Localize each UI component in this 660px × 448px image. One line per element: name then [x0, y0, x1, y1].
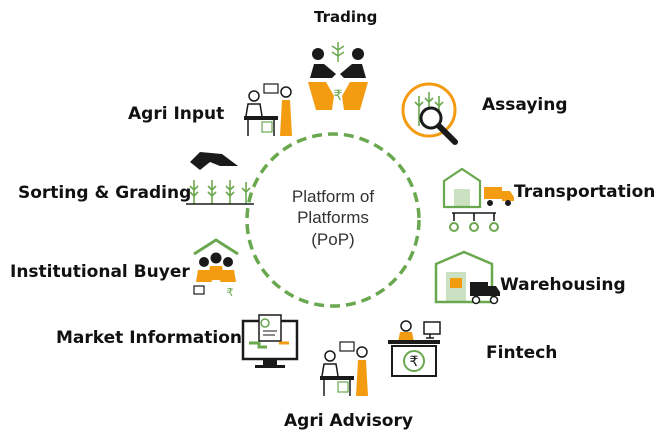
rupee-glyph: ₹ [410, 354, 419, 370]
label-sorting-grading: Sorting & Grading [18, 183, 192, 203]
label-transportation: Transportation [514, 182, 656, 202]
label-agri-input: Agri Input [128, 104, 225, 124]
agri-advisory-icon [320, 341, 368, 396]
rupee-glyph: ₹ [334, 88, 343, 104]
label-market-information: Market Information [56, 328, 243, 348]
sorting-hand-icon [186, 152, 254, 205]
agri-input-icon [244, 83, 292, 136]
label-agri-advisory: Agri Advisory [284, 411, 413, 431]
market-info-icon [241, 314, 299, 368]
handshake-icon: ₹ [308, 42, 368, 110]
center-line-2: Platforms [297, 208, 369, 228]
institutional-buyer-icon: ₹ [193, 238, 239, 299]
warehouse-icon [434, 250, 500, 305]
label-assaying: Assaying [482, 95, 568, 115]
label-institutional-buyer: Institutional Buyer [10, 262, 190, 282]
fintech-icon: ₹ [388, 320, 441, 377]
center-line-3: (PoP) [311, 229, 355, 249]
label-trading: Trading [314, 8, 378, 26]
center-line-1: Platform of [291, 187, 375, 207]
center-label: Platform of Platforms (PoP) [258, 153, 408, 283]
label-fintech: Fintech [486, 343, 558, 363]
label-warehousing: Warehousing [500, 275, 626, 295]
transport-icon [442, 167, 514, 232]
rupee-glyph: ₹ [227, 286, 234, 299]
assaying-icon [401, 82, 458, 145]
